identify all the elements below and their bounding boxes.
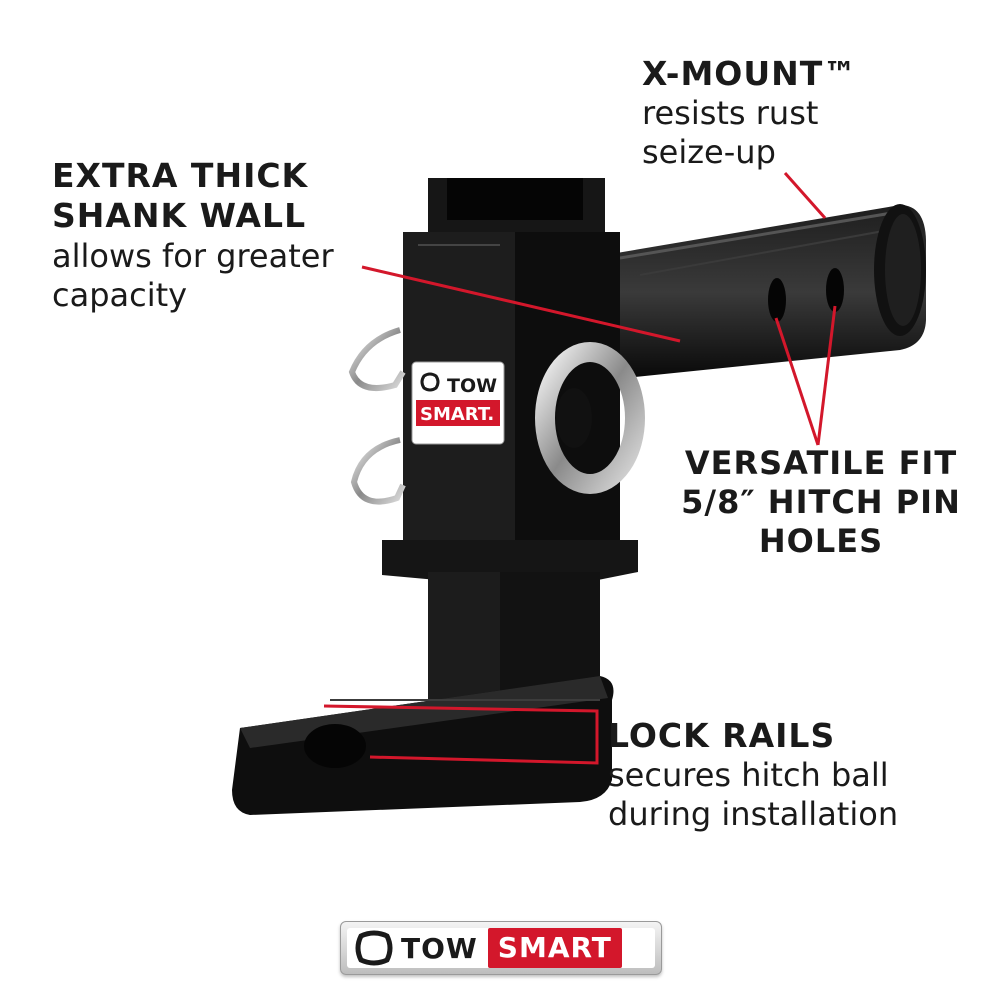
xmount-title: X-MOUNT™ [642,54,858,93]
shank-tube [605,204,926,380]
shank-desc-line-2: capacity [52,275,188,314]
hitch-pin-hole [826,268,844,312]
fit-title-line-1: VERSATILE FIT [684,444,958,482]
shank-title-line-2: SHANK WALL [52,196,307,236]
leader-xmount [783,172,827,219]
lower-shank [428,572,600,700]
tow-smart-logo-icon [355,930,393,966]
lock-desc-line-2: during installation [608,795,899,834]
callout-lock-rails: LOCK RAILS secures hitch ball during ins… [608,716,898,834]
xmount-desc-line-2: seize-up [642,133,776,172]
tow-smart-logo-icon [420,372,440,392]
sticker-tow-text: TOW [447,375,497,397]
tow-smart-sticker: TOW SMART. [411,361,505,445]
brand-logo-badge: TOW SMART [340,921,662,975]
xmount-desc-line-1: resists rust [642,94,819,133]
leader-fit-right [816,305,837,446]
lock-title: LOCK RAILS [608,716,836,755]
fit-title-line-2: 5/8″ HITCH PIN [681,483,961,522]
callout-shank-wall: EXTRA THICK SHANK WALL allows for greate… [52,156,334,315]
brand-smart-text: SMART [487,928,622,968]
fit-title-line-3: HOLES [758,522,884,561]
leader-fit-left [774,317,820,446]
leader-lock [323,704,599,765]
shank-desc-line-1: allows for greater [52,236,334,275]
d-ring-icon [535,342,645,494]
brand-tow-text: TOW [401,931,478,965]
lock-desc-line-1: secures hitch ball [608,756,889,795]
ball-platform [232,676,614,815]
hitch-pin-hole [768,278,786,322]
callout-xmount: X-MOUNT™ resists rust seize-up [642,54,857,172]
sticker-smart-text: SMART. [420,404,494,425]
callout-versatile-fit: VERSATILE FIT 5/8″ HITCH PIN HOLES [676,444,966,561]
callout-leader-lines [323,172,837,765]
leader-shank [361,265,681,343]
hitch-pin-clip-icon [348,327,406,505]
shank-title-line-1: EXTRA THICK [52,156,309,195]
hitch-ball-hole [304,724,366,768]
